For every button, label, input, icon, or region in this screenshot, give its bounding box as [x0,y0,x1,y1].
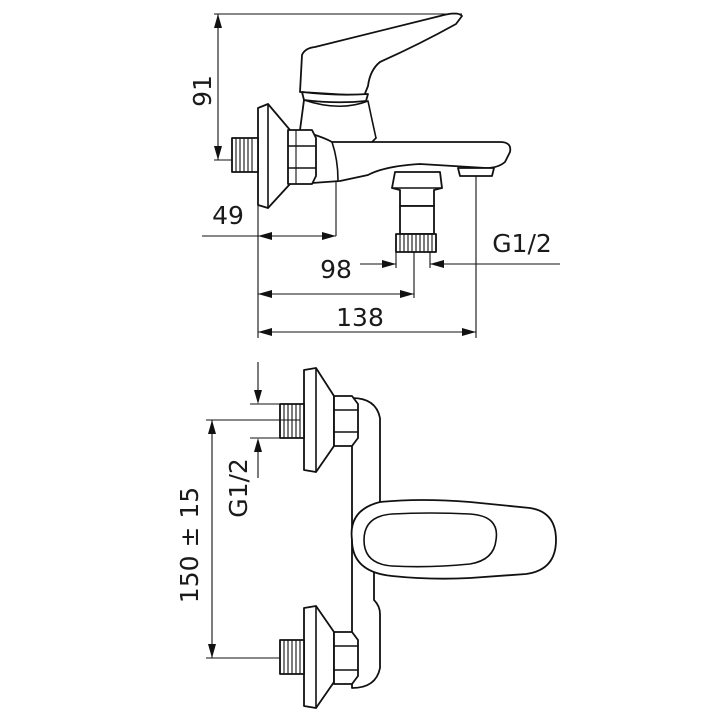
mixer-body-side [299,99,512,184]
dimension-height-91: 91 [188,13,462,161]
front-view: G1/2 150 ± 15 [175,362,557,709]
wall-flange-side [257,103,291,209]
eccentric-nut-side [287,129,317,185]
dimension-wall-offset-49: 49 [202,182,337,338]
dimension-label-outlet-g12: G1/2 [492,229,552,258]
upper-flange-front [279,367,359,473]
lower-flange-front [279,605,359,709]
dimension-label-150: 150 ± 15 [175,487,204,603]
dimension-label-98: 98 [320,255,352,284]
dimension-label-inlet-g12: G1/2 [224,458,253,518]
dimension-inlet-thread: G1/2 [224,362,280,518]
lever-handle-side [299,12,463,104]
dimension-inlet-spacing: 150 ± 15 [175,419,300,659]
aerator-side [457,167,495,177]
dimension-label-138: 138 [336,303,384,332]
dimension-label-49: 49 [212,201,244,230]
dimension-spout-axis-98: 98 G1/2 [320,229,560,298]
dimension-spout-axis-98-extension [258,290,414,298]
inlet-thread-side [231,137,259,173]
lever-handle-front [350,499,557,580]
side-view: 91 49 98 G1/2 [188,12,560,338]
dimension-label-91: 91 [188,75,217,107]
dimension-reach-138: 138 [258,176,477,338]
diverter-outlet-side [391,171,443,253]
